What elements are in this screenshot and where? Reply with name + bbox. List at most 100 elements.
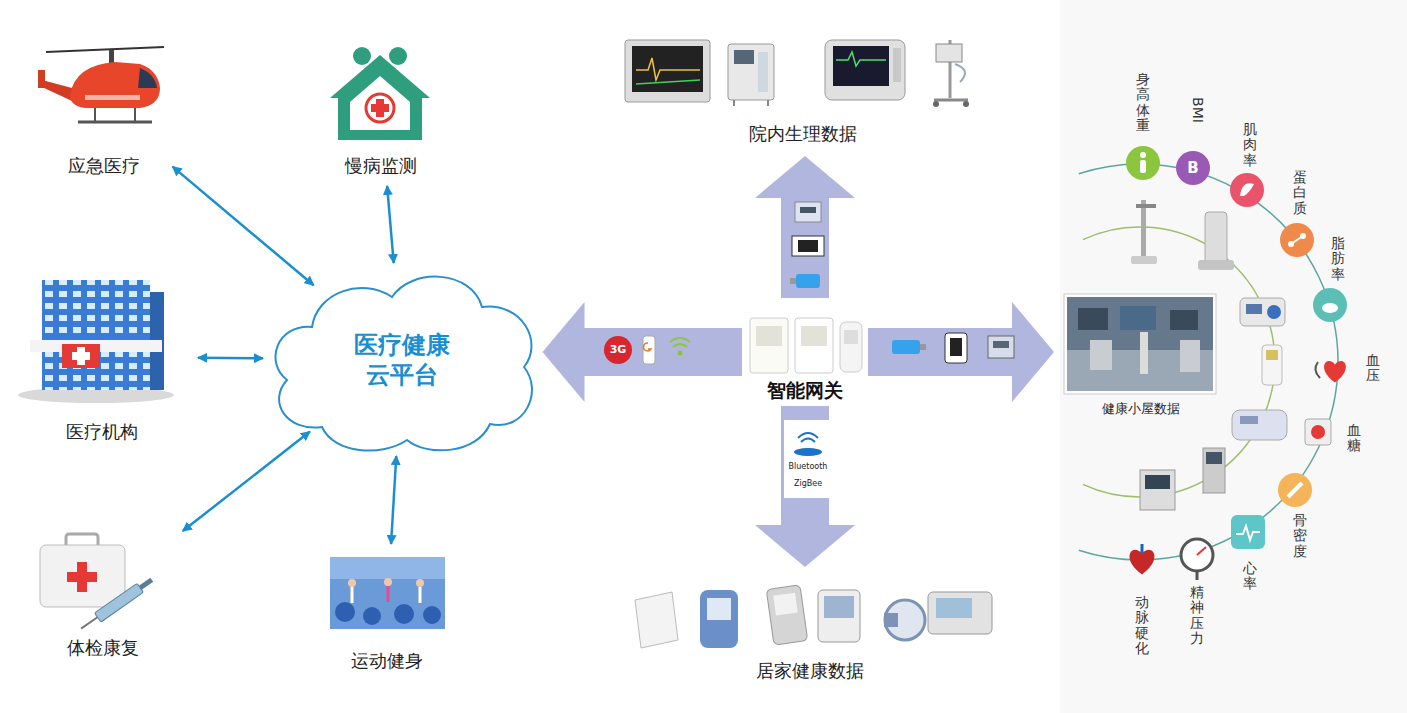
hospital-link-icons-part — [796, 274, 820, 288]
cabin-link-icons-part — [950, 338, 962, 356]
gateway-devices-part — [801, 326, 827, 346]
fitness-photo-part — [394, 604, 414, 624]
link-arrow — [391, 456, 396, 544]
hospital-building-icon-part — [62, 344, 100, 368]
hospital-devices-part — [758, 52, 768, 92]
health-cabin-photo-part — [1180, 340, 1200, 372]
gateway-devices-part — [840, 322, 862, 372]
fitness-photo-part — [423, 606, 441, 624]
measuring-equipment-part — [1205, 212, 1227, 264]
cloud-title: 医疗健康 云平台 — [347, 330, 457, 390]
health-cabin-photo-part — [1140, 332, 1148, 374]
home-devices-part — [818, 590, 860, 642]
fitness-photo-part — [348, 579, 356, 587]
health-cabin-photo-part — [1078, 308, 1108, 330]
fitness-photo-part — [384, 578, 392, 586]
metric-icons-part — [1313, 288, 1347, 322]
clinic-house-icon-part — [353, 47, 371, 65]
hospital-devices-part — [836, 52, 886, 66]
medical-kit-icon-part — [40, 545, 125, 607]
gateway-node: 智能网关 — [742, 298, 868, 406]
hospital-link-icons-part — [795, 202, 821, 222]
data-flow-arrow — [755, 156, 855, 298]
metric-icons-part — [1322, 303, 1338, 313]
measuring-equipment-part — [1240, 298, 1285, 326]
metric-icons-part — [1140, 152, 1146, 158]
metric-icons-part — [1197, 547, 1206, 555]
helicopter-icon-part — [138, 68, 157, 88]
clinic-house-icon-part — [330, 55, 430, 140]
metric-label: 脂肪率 — [1331, 236, 1345, 282]
home-link-icons-part — [784, 420, 832, 498]
data-flow-arrow — [868, 302, 1054, 402]
home-link-icons-part — [801, 439, 815, 443]
icon-label: 3G — [610, 344, 627, 356]
fitness-photo-part — [387, 586, 390, 602]
metric-icons-part — [1126, 146, 1160, 180]
gateway-devices-part — [750, 318, 788, 373]
hospital-devices-part — [767, 100, 769, 106]
hospital-link-icons-part — [792, 236, 824, 256]
hospital-devices-part — [625, 40, 710, 102]
measuring-equipment-part — [1141, 200, 1146, 260]
metric-icons-part — [1230, 173, 1264, 207]
metric-label: 精神压力 — [1190, 585, 1204, 647]
metric-icons-part — [1140, 160, 1146, 173]
measuring-equipment-part — [1240, 416, 1258, 424]
gateway-devices — [750, 318, 862, 373]
metric-icons — [1126, 146, 1347, 580]
protocol-label: ZigBee — [792, 480, 824, 489]
medical-kit-icon-part-part — [81, 617, 97, 628]
measuring-equipment-part — [1266, 350, 1278, 360]
hospital-building-icon-part — [72, 352, 90, 360]
home-devices-part — [885, 600, 925, 640]
node-label: 应急医疗 — [68, 155, 140, 178]
hospital-devices-part — [636, 58, 700, 80]
metric-icons-part — [1231, 515, 1265, 549]
fitness-photo — [330, 557, 445, 629]
metric-icons-part — [1240, 183, 1254, 196]
cabin-link-icons-part — [920, 344, 926, 350]
cabin-link-icons-part — [993, 341, 1009, 348]
home-devices-part — [700, 590, 738, 648]
cloud-node: 医疗健康 云平台 — [262, 262, 542, 457]
fitness-photo-part — [419, 587, 422, 603]
cloud-path — [275, 277, 531, 451]
home-devices-part — [928, 592, 992, 634]
metric-label: 动脉硬化 — [1135, 595, 1149, 657]
metric-icons-part — [1291, 236, 1303, 244]
metric-label: 血压 — [1366, 353, 1380, 384]
metric-icons-part — [1324, 361, 1346, 382]
fitness-photo-part — [363, 607, 381, 625]
hospital-devices-part — [963, 101, 969, 107]
metric-label: 骨密度 — [1293, 513, 1307, 559]
home-link-icons-part — [798, 433, 818, 438]
home-devices-part — [936, 598, 972, 618]
data-flow-arrow — [755, 406, 855, 567]
node-label: 慢病监测 — [345, 155, 417, 178]
metric-icons-part — [1236, 526, 1260, 540]
gateway-devices-part — [844, 330, 858, 344]
helicopter-icon-part — [134, 108, 136, 121]
gateway-devices-part — [795, 318, 833, 373]
link-arrow — [183, 432, 310, 532]
hospital-link-icons — [790, 202, 824, 288]
home-devices-part — [824, 596, 854, 618]
hospital-devices-part — [934, 99, 968, 102]
helicopter-icon-part — [94, 108, 96, 121]
fitness-photo-part — [416, 579, 424, 587]
node-label: 医疗机构 — [66, 421, 138, 444]
metric-icons-part — [1141, 544, 1144, 554]
health-cabin-photo-part — [1090, 340, 1112, 370]
metric-icons-part — [1288, 483, 1302, 497]
node-label: 体检康复 — [67, 637, 139, 660]
measuring-equipment-part — [1131, 256, 1157, 264]
clinic-house-icon-part — [371, 104, 389, 112]
icon-node: 院内生理数据 — [615, 30, 990, 148]
uplink-icons-part — [673, 344, 687, 347]
health-cabin-photo-part — [1120, 306, 1156, 330]
measuring-equipment-part — [1145, 475, 1170, 489]
gateway-devices-part — [756, 326, 782, 346]
metric-icons-part — [1305, 419, 1331, 445]
home-devices-part — [766, 585, 807, 645]
